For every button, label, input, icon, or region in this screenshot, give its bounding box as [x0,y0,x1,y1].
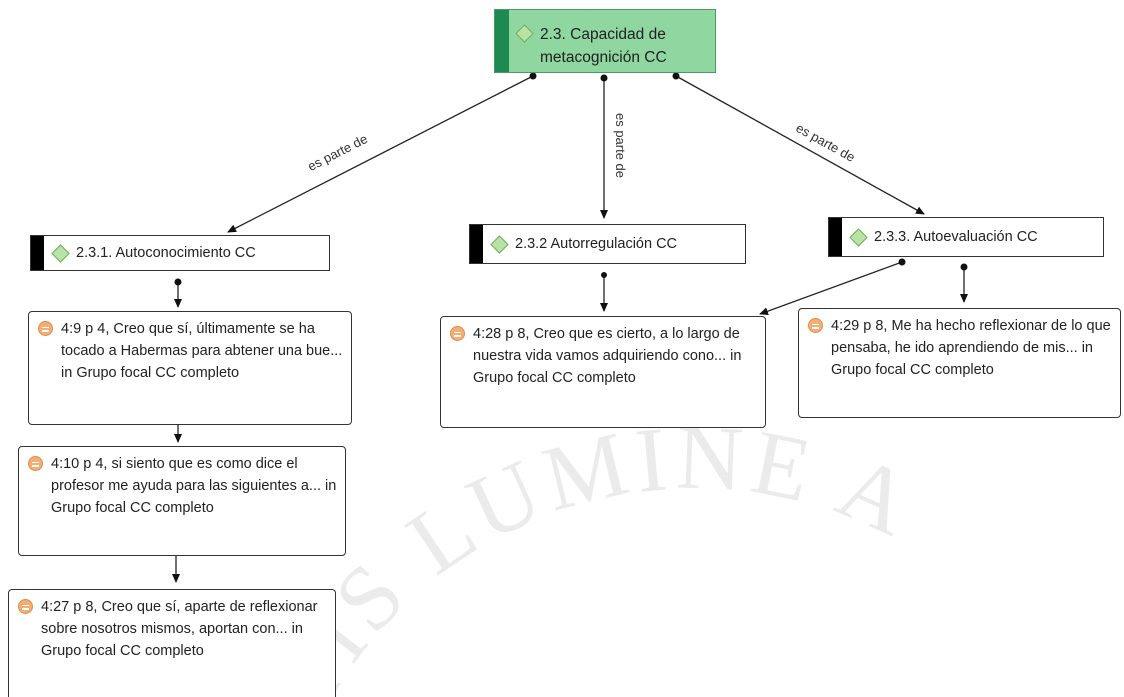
edge-label-auto2: es parte de [613,112,629,179]
quotation-node[interactable]: 4:9 p 4, Creo que sí, últimamente se ha … [28,311,352,425]
code-node-autorregulacion[interactable]: 2.3.2 Autorregulación CC [469,224,746,264]
node-color-bar [470,225,483,263]
root-title-line1: 2.3. Capacidad de [540,26,666,43]
edge-root-auto3 [675,75,925,215]
quotation-node[interactable]: 4:28 p 8, Creo que es cierto, a lo largo… [440,316,766,428]
edge-root-auto1 [227,75,534,233]
quotation-icon [18,599,33,614]
quotation-node[interactable]: 4:10 p 4, si siento que es como dice el … [18,446,346,556]
quotation-icon [450,326,465,341]
diamond-icon [51,243,70,263]
node-color-bar [495,10,509,72]
quotation-text: 4:27 p 8, Creo que sí, aparte de reflexi… [41,599,318,659]
edge-auto3-quote4 [759,261,903,316]
diamond-icon [515,24,534,43]
quotation-icon [38,321,53,336]
quotation-icon [808,318,823,333]
watermark-text: TIS LUMINE A [249,405,926,697]
quotation-text: 4:10 p 4, si siento que es como dice el … [51,456,337,516]
node-label: 2.3.2 Autorregulación CC [515,236,678,252]
diamond-icon [849,227,868,247]
quotation-icon [28,456,43,471]
quotation-node[interactable]: 4:27 p 8, Creo que sí, aparte de reflexi… [8,589,336,697]
edge-label-auto3: es parte de [793,120,858,165]
quotation-text: 4:28 p 8, Creo que es cierto, a lo largo… [473,326,742,386]
edge-label-auto1: es parte de [305,131,370,174]
code-node-autoconocimiento[interactable]: 2.3.1. Autoconocimiento CC [30,235,330,271]
node-color-bar [31,236,44,270]
node-color-bar [829,218,842,256]
code-node-autoevaluacion[interactable]: 2.3.3. Autoevaluación CC [828,217,1104,257]
quotation-text: 4:9 p 4, Creo que sí, últimamente se ha … [61,321,343,381]
quotation-node[interactable]: 4:29 p 8, Me ha hecho reflexionar de lo … [798,308,1121,418]
quotation-text: 4:29 p 8, Me ha hecho reflexionar de lo … [831,318,1111,378]
svg-text:TIS LUMINE A: TIS LUMINE A [249,405,932,697]
diamond-icon [490,234,509,254]
root-title-line2: metacognición CC [540,49,667,66]
node-label: 2.3.3. Autoevaluación CC [874,229,1038,245]
node-label: 2.3.1. Autoconocimiento CC [76,245,256,261]
code-node-root[interactable]: 2.3. Capacidad de metacognición CC [494,9,716,73]
